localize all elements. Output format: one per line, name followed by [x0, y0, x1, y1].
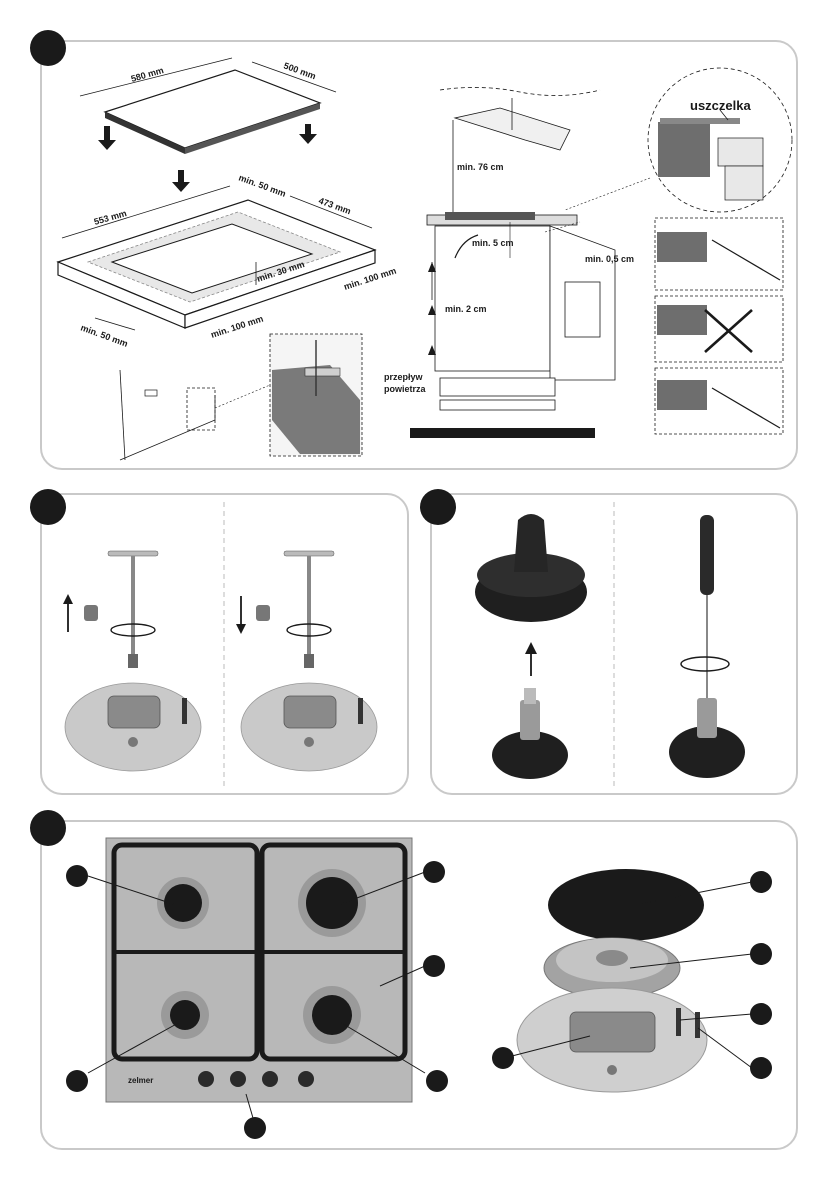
- nozzle-remove-illustration: [63, 551, 201, 771]
- callout-3: [423, 955, 445, 977]
- gasket-detail: [565, 68, 792, 212]
- callout-b: [750, 943, 772, 965]
- min-5-label: min. 5 cm: [472, 238, 514, 248]
- dim-depth-label: 500 mm: [282, 60, 317, 81]
- hob-plate-drawing: [80, 58, 336, 192]
- min-50-top-label: min. 50 mm: [237, 172, 287, 198]
- callout-2: [423, 861, 445, 883]
- gasket-label: uszczelka: [690, 98, 751, 113]
- min-2-label: min. 2 cm: [445, 304, 487, 314]
- cutout-width-label: 553 mm: [93, 208, 128, 227]
- airflow-label-line2: powietrza: [384, 384, 427, 394]
- airflow-label-line1: przepływ: [384, 372, 424, 382]
- min-05-label: min. 0,5 cm: [585, 254, 634, 264]
- dim-width-label: 580 mm: [130, 65, 165, 84]
- callout-5: [426, 1070, 448, 1092]
- knob-illustration: [475, 514, 587, 779]
- min-100-front-label: min. 100 mm: [210, 314, 265, 340]
- callout-4: [66, 1070, 88, 1092]
- callout-e: [492, 1047, 514, 1069]
- nozzle-install-illustration: [236, 551, 377, 771]
- screwdriver-illustration: [669, 515, 745, 778]
- burner-exploded-view: [517, 869, 707, 1092]
- hob-top-view: [106, 838, 412, 1102]
- hob-brand-logo: zelmer: [128, 1076, 153, 1085]
- callout-6: [244, 1117, 266, 1139]
- min-76-label: min. 76 cm: [457, 162, 504, 172]
- callout-d: [750, 1057, 772, 1079]
- seal-variants: [655, 218, 783, 434]
- callout-a: [750, 871, 772, 893]
- bracket-sketch: [120, 334, 362, 460]
- callout-c: [750, 1003, 772, 1025]
- callout-1: [66, 865, 88, 887]
